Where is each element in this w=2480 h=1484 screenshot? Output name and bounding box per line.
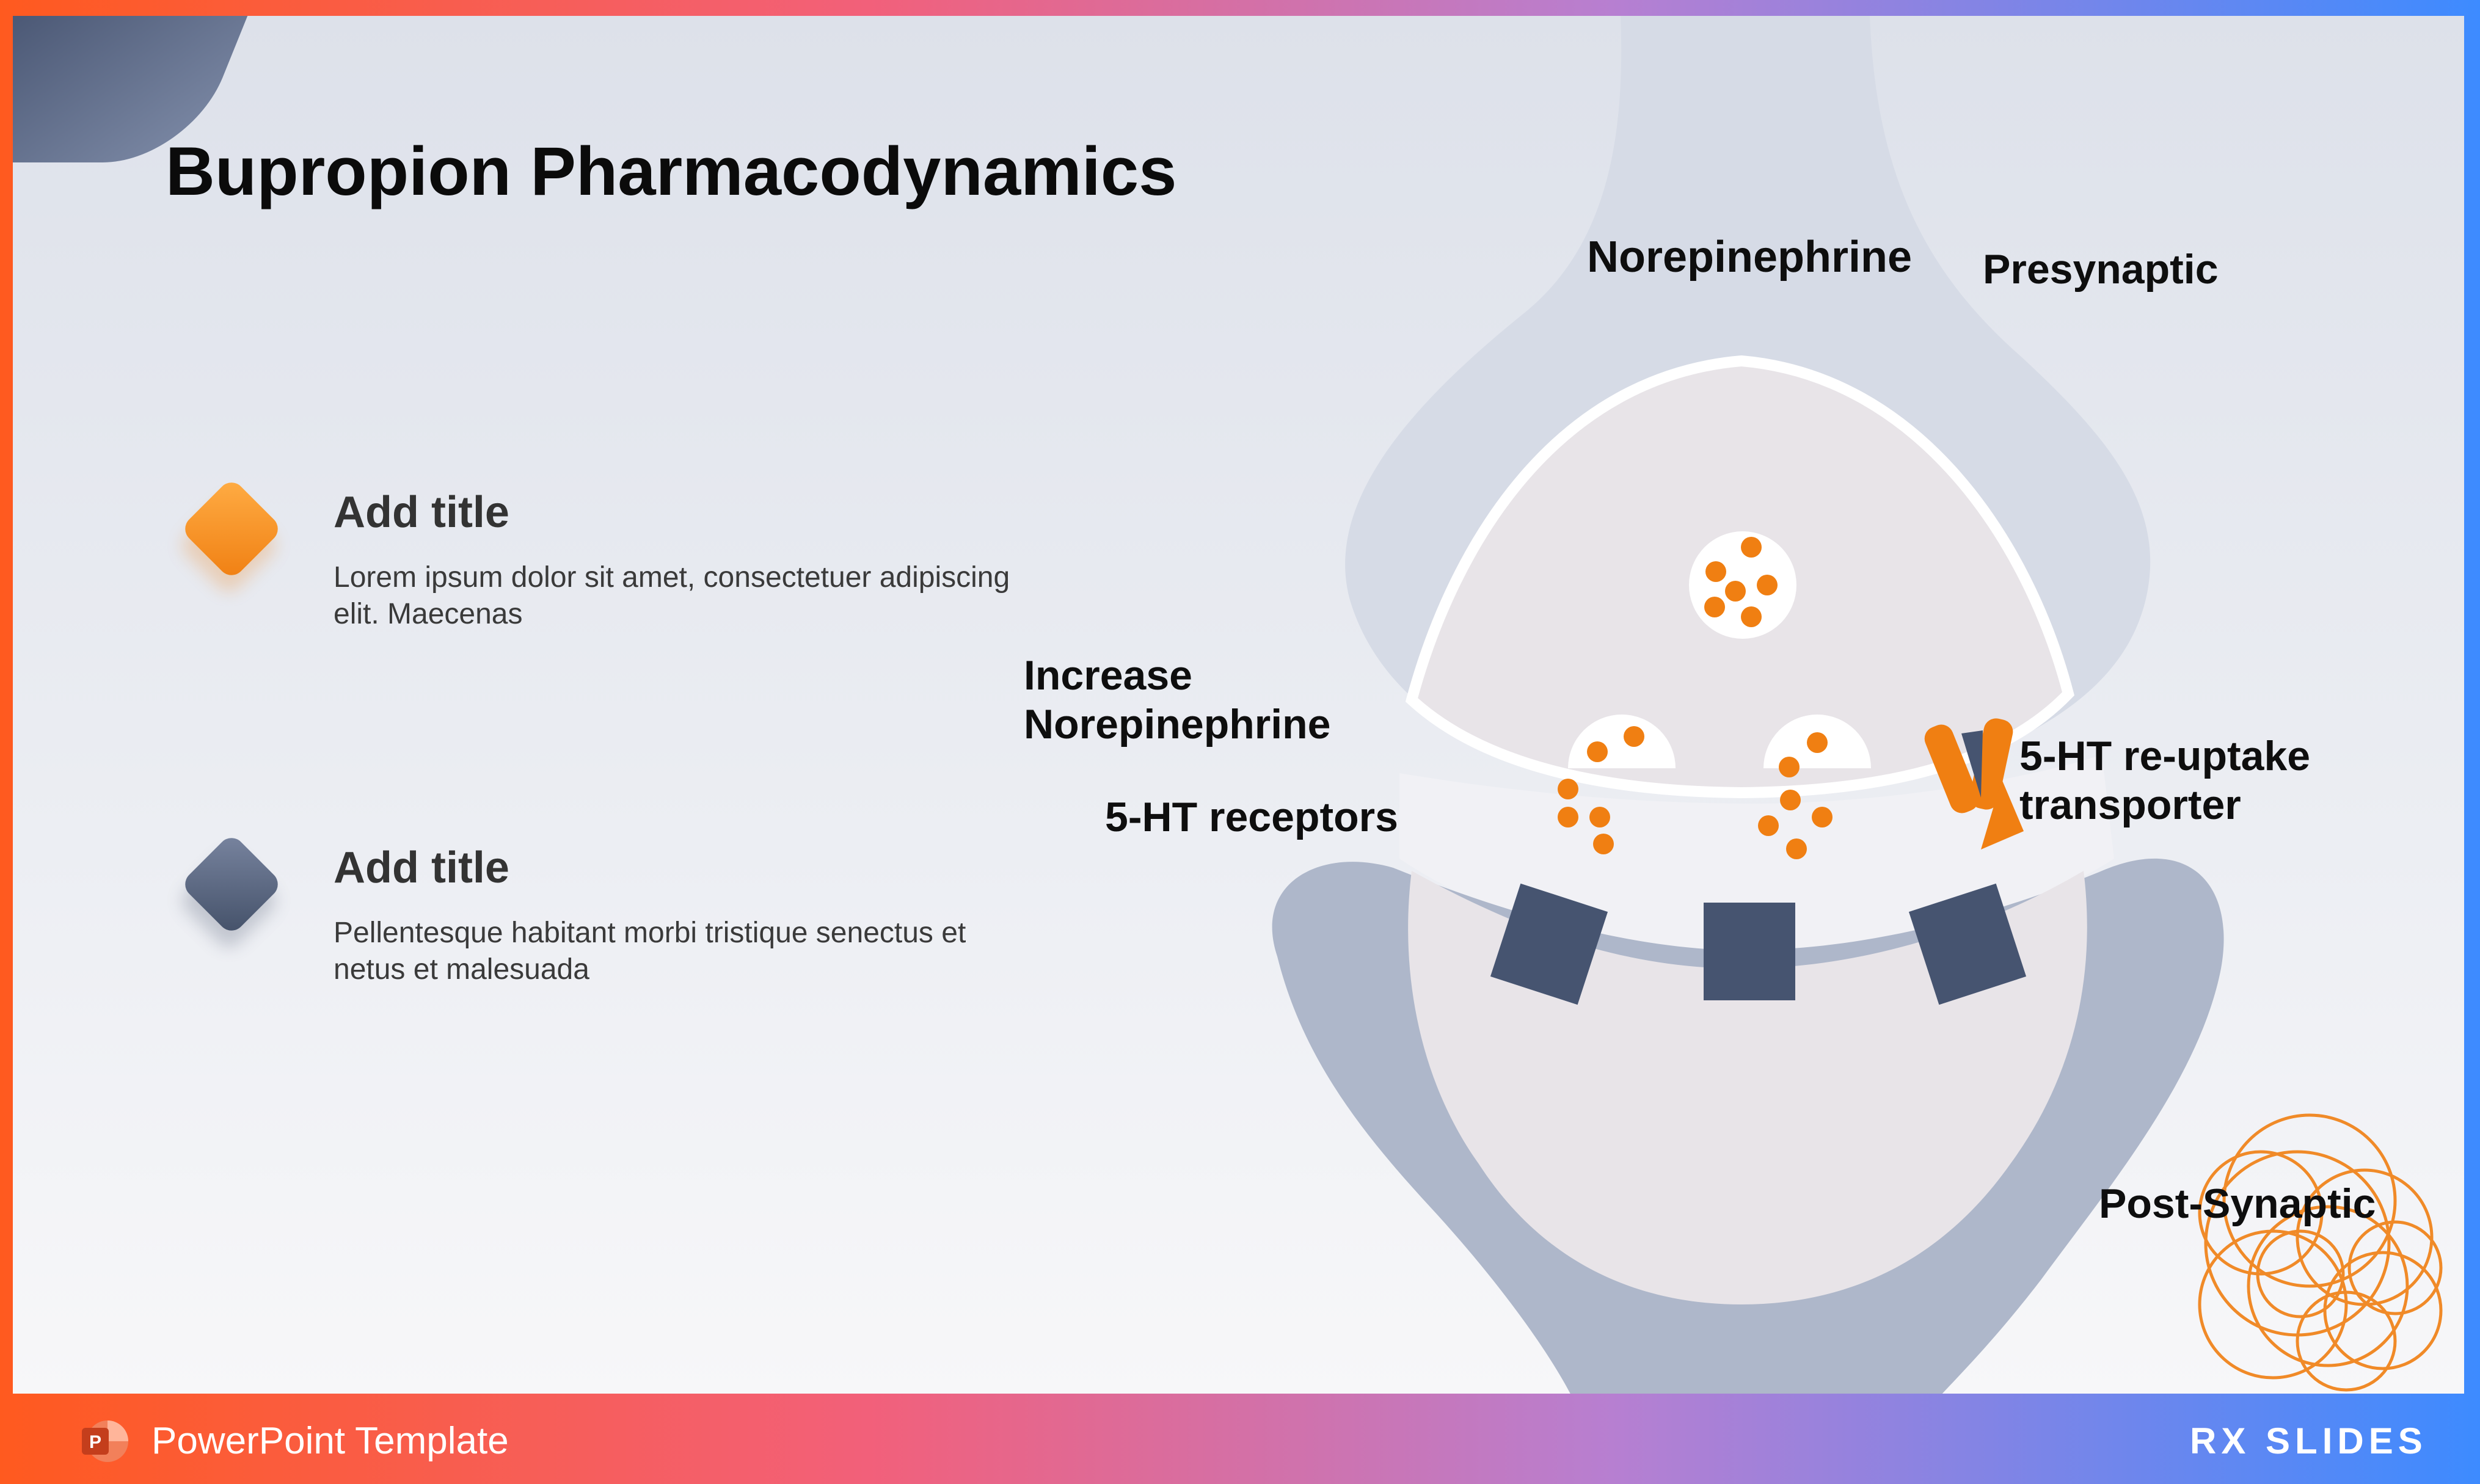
label-reuptake-transporter: 5-HT re-uptake transporter — [2019, 733, 2311, 828]
receptor-left — [1490, 883, 1608, 1005]
label-post-synaptic: Post-Synaptic — [2099, 1180, 2376, 1227]
vesicle-center-dots — [1704, 537, 1778, 627]
powerpoint-icon: P — [82, 1420, 128, 1462]
released-neurotransmitter-left — [1558, 726, 1644, 854]
slide-title: Bupropion Pharmacodynamics — [166, 133, 1177, 209]
slide-canvas: Bupropion Pharmacodynamics Add title Lor… — [13, 16, 2464, 1394]
bullet-title: Add title — [334, 843, 509, 892]
bullet-title: Add title — [334, 488, 509, 537]
bullet-body: Pellentesque habitant morbi tristique se… — [334, 917, 966, 986]
synapse-diagram — [1272, 16, 2443, 1394]
label-5ht-receptors: 5-HT receptors — [1105, 794, 1398, 840]
reuptake-transporter — [1924, 718, 2024, 849]
footer-template-label: PowerPoint Template — [151, 1420, 509, 1462]
label-norepinephrine: Norepinephrine — [1587, 233, 1913, 282]
receptor-center — [1704, 903, 1795, 1000]
scribble-decoration — [2198, 1113, 2443, 1392]
label-presynaptic: Presynaptic — [1983, 246, 2219, 293]
label-increase-norepinephrine: Increase Norepinephrine — [1024, 652, 1331, 747]
receptor-right — [1908, 883, 2027, 1005]
brand-logo: RX SLIDES — [2190, 1420, 2427, 1461]
released-neurotransmitter-right — [1758, 732, 1833, 859]
bullet-body: Lorem ipsum dolor sit amet, consectetuer… — [334, 561, 1010, 630]
svg-text:P: P — [89, 1432, 101, 1452]
